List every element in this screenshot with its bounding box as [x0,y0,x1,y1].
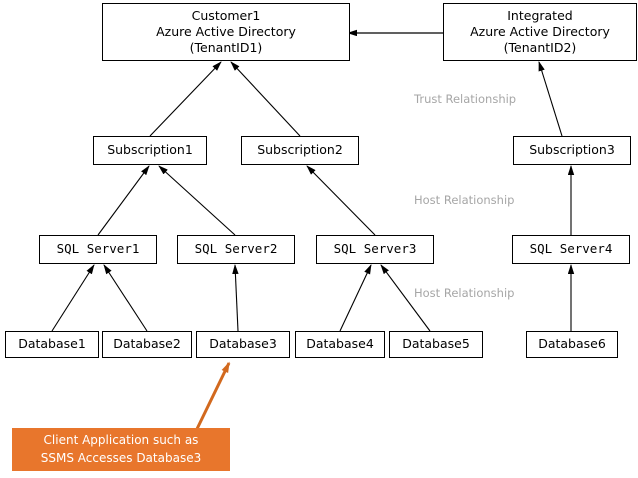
node-database1[interactable]: Database1 [5,331,99,358]
node-sql-server4[interactable]: SQL Server4 [512,235,630,264]
node-sql-server2[interactable]: SQL Server2 [177,235,295,264]
client-application-callout[interactable]: Client Application such as SSMS Accesses… [12,428,230,471]
node-sql-server4-label: SQL Server4 [529,241,613,257]
node-database2-label: Database2 [113,336,181,352]
edge-subscription1-to-customer1-aad [149,61,222,137]
node-integrated-aad-label: Integrated Azure Active Directory (Tenan… [470,7,610,56]
label-host-relationship-server: Host Relationship [414,286,515,300]
edge-callout-to-database3 [194,361,231,432]
edge-sql-server1-to-subscription1 [97,165,150,236]
edge-subscription3-to-integrated-aad [538,61,563,137]
label-host-relationship-subscription: Host Relationship [414,193,515,207]
edge-database2-to-sql-server1 [103,264,148,332]
node-subscription3[interactable]: Subscription3 [513,136,631,165]
node-database5[interactable]: Database5 [389,331,483,358]
node-subscription1[interactable]: Subscription1 [93,136,207,165]
node-subscription2-label: Subscription2 [257,142,343,158]
node-integrated-aad[interactable]: Integrated Azure Active Directory (Tenan… [443,3,637,61]
node-database6-label: Database6 [538,336,606,352]
node-sql-server3-label: SQL Server3 [333,241,417,257]
node-database4[interactable]: Database4 [295,331,385,358]
node-database3[interactable]: Database3 [196,331,290,358]
node-database5-label: Database5 [402,336,470,352]
edge-sql-server2-to-subscription1 [158,165,236,236]
node-database1-label: Database1 [18,336,86,352]
node-subscription3-label: Subscription3 [529,142,615,158]
node-sql-server1-label: SQL Server1 [56,241,140,257]
node-sql-server3[interactable]: SQL Server3 [316,235,434,264]
node-database3-label: Database3 [209,336,277,352]
edge-subscription2-to-customer1-aad [230,61,301,137]
label-trust-relationship: Trust Relationship [414,92,517,106]
client-application-callout-label: Client Application such as SSMS Accesses… [40,433,202,465]
edge-database4-to-sql-server3 [339,264,372,332]
node-subscription2[interactable]: Subscription2 [241,136,359,165]
node-customer1-aad[interactable]: Customer1 Azure Active Directory (Tenant… [102,3,350,61]
edge-database1-to-sql-server1 [51,264,95,332]
edge-sql-server3-to-subscription2 [306,165,376,236]
node-customer1-aad-label: Customer1 Azure Active Directory (Tenant… [156,7,296,56]
node-database4-label: Database4 [306,336,374,352]
node-sql-server1[interactable]: SQL Server1 [39,235,157,264]
edge-database3-to-sql-server2 [232,264,239,332]
node-database2[interactable]: Database2 [102,331,192,358]
node-subscription1-label: Subscription1 [107,142,193,158]
node-database6[interactable]: Database6 [526,331,618,358]
node-sql-server2-label: SQL Server2 [194,241,278,257]
